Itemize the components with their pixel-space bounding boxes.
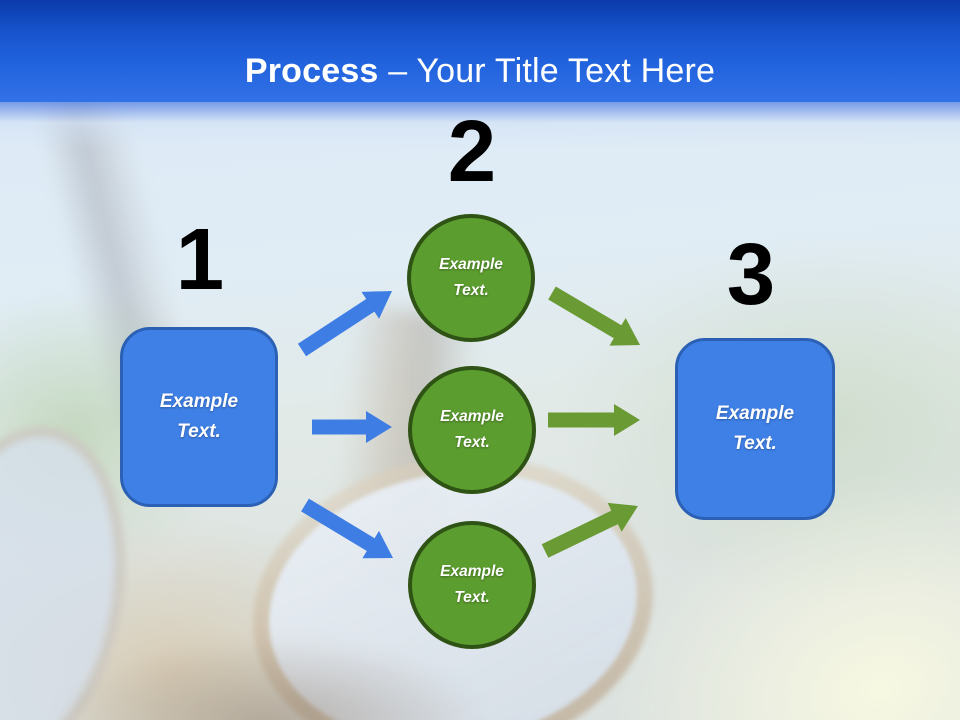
slide-title-rest: – Your Title Text Here <box>378 52 716 90</box>
process-circle-middle: Example Text. <box>408 366 536 494</box>
slide-title: Process – Your Title Text Here <box>0 52 960 91</box>
process-box-left: Example Text. <box>120 327 278 507</box>
process-circle-bottom: Example Text. <box>408 521 536 649</box>
process-circle-top-line2: Text. <box>453 282 489 299</box>
mirror-shadow <box>50 635 490 720</box>
process-box-right: Example Text. <box>675 338 835 520</box>
process-circle-middle-line2: Text. <box>454 434 490 451</box>
process-circle-top-line1: Example <box>439 255 503 273</box>
process-circle-top: Example Text. <box>407 214 535 342</box>
slide-title-keyword: Process <box>244 52 379 90</box>
process-circle-bottom-line2: Text. <box>454 589 490 606</box>
process-box-right-line2: Text. <box>733 433 777 454</box>
process-box-left-line1: Example <box>159 390 239 412</box>
process-circle-bottom-line1: Example <box>440 562 504 580</box>
process-circle-middle-line1: Example <box>440 407 504 425</box>
process-box-right-line1: Example <box>715 402 795 424</box>
step-number-3: 3 <box>726 226 776 323</box>
header-fade <box>0 102 960 148</box>
step-number-1: 1 <box>175 211 225 308</box>
header-banner <box>0 0 960 102</box>
step-number-2: 2 <box>447 103 497 200</box>
process-box-left-line2: Text. <box>177 421 221 442</box>
